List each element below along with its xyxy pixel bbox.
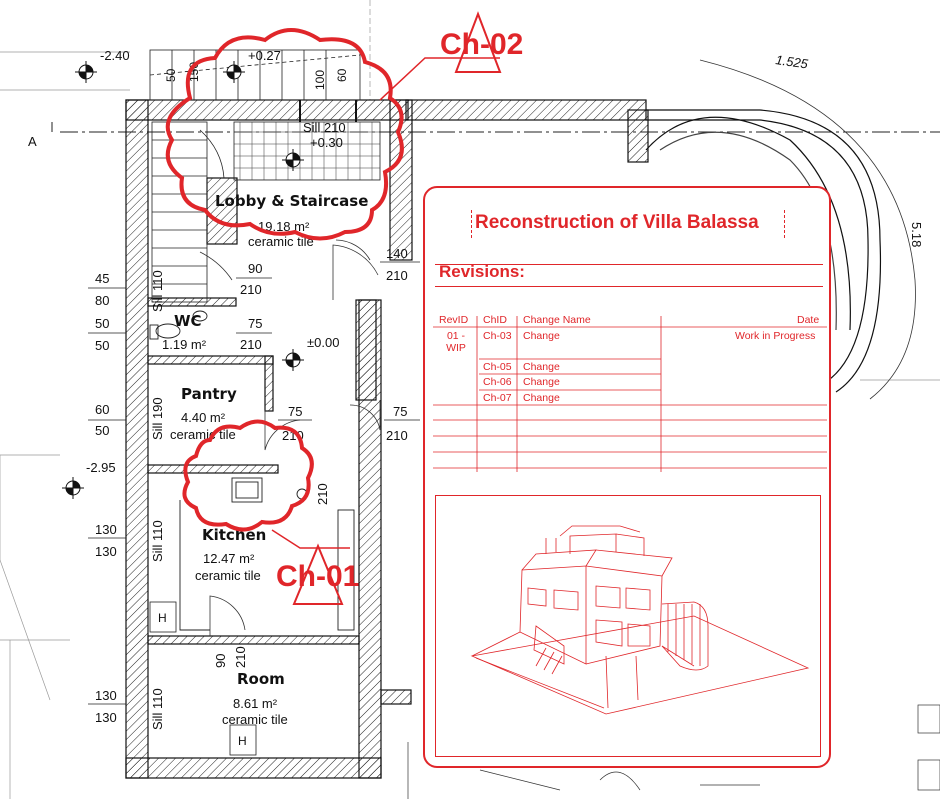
level-top-mid: +0.27 bbox=[248, 48, 281, 63]
table-cell-chid: Ch-06 bbox=[483, 376, 512, 388]
room-area-lobby: 19.18 m² bbox=[258, 219, 310, 234]
room-area-wc: 1.19 m² bbox=[162, 337, 207, 352]
level-left: -2.95 bbox=[86, 460, 116, 475]
building-render bbox=[435, 495, 821, 757]
table-cell-chid: Ch-05 bbox=[483, 361, 512, 373]
svg-text:90: 90 bbox=[248, 261, 262, 276]
table-cell-name: Change bbox=[523, 330, 560, 342]
svg-text:130: 130 bbox=[95, 522, 117, 537]
title-block-panel: Reconstruction of Villa Balassa Revision… bbox=[423, 186, 831, 768]
level-markers bbox=[62, 61, 304, 499]
room-area-pantry: 4.40 m² bbox=[181, 410, 226, 425]
svg-text:Sill 110: Sill 110 bbox=[150, 520, 165, 562]
stair-dim-100: 100 bbox=[313, 70, 327, 90]
project-title: Reconstruction of Villa Balassa bbox=[475, 212, 759, 233]
level-ground: ±0.00 bbox=[307, 335, 339, 350]
room-area-room: 8.61 m² bbox=[233, 696, 278, 711]
table-cell-name: Change bbox=[523, 376, 560, 388]
revisions-rule-top bbox=[435, 264, 823, 265]
walls bbox=[125, 99, 649, 779]
villa-wireframe-image bbox=[470, 525, 810, 715]
sill-labels: Sill 110 Sill 190 Sill 110 Sill 110 bbox=[150, 270, 165, 730]
table-cell-chid: Ch-07 bbox=[483, 392, 512, 404]
ch02-label: Ch-02 bbox=[440, 28, 523, 61]
level-top-left: -2.40 bbox=[100, 48, 130, 63]
wc-fixtures bbox=[149, 310, 208, 340]
col-header-change-name: Change Name bbox=[523, 314, 591, 326]
svg-text:Sill 110: Sill 110 bbox=[150, 688, 165, 730]
ch02-delta-icon bbox=[454, 11, 502, 73]
svg-text:130: 130 bbox=[95, 710, 117, 725]
svg-text:210: 210 bbox=[240, 337, 262, 352]
svg-text:Sill 190: Sill 190 bbox=[150, 397, 165, 440]
col-header-revid: RevID bbox=[439, 314, 469, 326]
table-cell-revid: 01 - WIP bbox=[446, 330, 466, 354]
svg-text:H: H bbox=[238, 734, 247, 748]
title-frame bbox=[471, 210, 785, 238]
axis-label-a: A bbox=[28, 134, 37, 149]
room-finish-pantry: ceramic tile bbox=[170, 427, 236, 442]
svg-text:210: 210 bbox=[315, 483, 330, 505]
col-header-date: Date bbox=[797, 314, 820, 326]
left-dimensions: 45 80 50 50 60 50 130 130 130 130 bbox=[88, 271, 126, 725]
stair-dim-50: 50 bbox=[164, 68, 178, 82]
table-cell-date: Work in Progress bbox=[735, 330, 816, 342]
svg-text:60: 60 bbox=[95, 402, 109, 417]
svg-text:130: 130 bbox=[95, 544, 117, 559]
revisions-rule-bottom bbox=[435, 286, 823, 287]
room-labels: Lobby & Staircase 19.18 m² ceramic tile … bbox=[162, 192, 368, 727]
svg-text:80: 80 bbox=[95, 293, 109, 308]
svg-text:140: 140 bbox=[386, 246, 408, 261]
revisions-grid bbox=[433, 316, 827, 472]
arc-dim-side: 5.18 bbox=[909, 222, 924, 247]
svg-text:H: H bbox=[158, 611, 167, 625]
svg-text:210: 210 bbox=[233, 646, 248, 668]
ch01-delta-icon bbox=[292, 543, 344, 605]
svg-text:Sill 110: Sill 110 bbox=[150, 270, 165, 312]
room-title-room: Room bbox=[237, 670, 285, 688]
svg-text:75: 75 bbox=[248, 316, 262, 331]
room-title-lobby: Lobby & Staircase bbox=[215, 192, 368, 210]
room-finish-kitchen: ceramic tile bbox=[195, 568, 261, 583]
table-cell-name: Change bbox=[523, 392, 560, 404]
curved-bay bbox=[645, 59, 916, 400]
sill-top-label: Sill 210 bbox=[303, 120, 346, 135]
revision-cloud-ch02 bbox=[165, 28, 404, 241]
room-finish-lobby: ceramic tile bbox=[248, 234, 314, 249]
level-sill: +0.30 bbox=[310, 135, 343, 150]
svg-text:50: 50 bbox=[95, 423, 109, 438]
ch02-leader bbox=[379, 57, 500, 101]
table-cell-chid: Ch-03 bbox=[483, 330, 512, 342]
exterior-details bbox=[407, 704, 940, 799]
svg-text:50: 50 bbox=[95, 316, 109, 331]
tiled-landing bbox=[233, 121, 381, 181]
svg-text:75: 75 bbox=[288, 404, 302, 419]
svg-text:210: 210 bbox=[386, 268, 408, 283]
svg-text:210: 210 bbox=[240, 282, 262, 297]
room-finish-room: ceramic tile bbox=[222, 712, 288, 727]
revision-cloud-ch01 bbox=[182, 419, 314, 532]
doors bbox=[199, 239, 381, 636]
ch01-label: Ch-01 bbox=[276, 560, 359, 593]
stair-dim-60: 60 bbox=[335, 68, 349, 82]
svg-text:90: 90 bbox=[213, 654, 228, 668]
svg-text:75: 75 bbox=[393, 404, 407, 419]
svg-text:130: 130 bbox=[95, 688, 117, 703]
col-header-chid: ChID bbox=[483, 314, 507, 326]
room-title-pantry: Pantry bbox=[181, 385, 237, 403]
svg-text:45: 45 bbox=[95, 271, 109, 286]
revisions-heading: Revisions: bbox=[439, 262, 525, 281]
inner-dimensions: 90 210 75 210 140 210 75 210 75 210 210 … bbox=[213, 246, 420, 668]
room-area-kitchen: 12.47 m² bbox=[203, 551, 255, 566]
svg-text:50: 50 bbox=[95, 338, 109, 353]
ch01-leader bbox=[271, 529, 350, 549]
arc-dim-top: 1.525 bbox=[775, 52, 810, 71]
radiators: H H bbox=[149, 601, 257, 756]
svg-text:210: 210 bbox=[386, 428, 408, 443]
table-cell-name: Change bbox=[523, 361, 560, 373]
room-title-wc: WC bbox=[174, 312, 202, 330]
